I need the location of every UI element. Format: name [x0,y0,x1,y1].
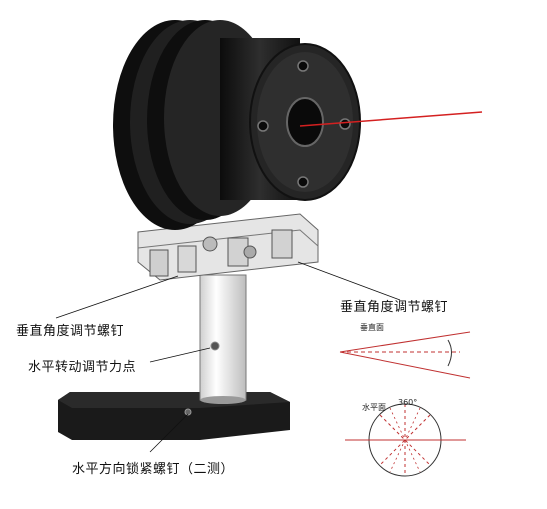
label-vertical-screw-left: 垂直角度调节螺钉 [16,324,125,339]
label-vertical-screw-right: 垂直角度调节螺钉 [340,300,449,315]
vertical-plane-inset [339,331,471,379]
base-lock-screw [184,408,192,416]
label-horizontal-lock-screw: 水平方向锁紧螺钉（二测） [72,462,235,477]
horizontal-plane-inset [345,403,466,477]
adjustment-platform [137,213,319,281]
inset-vertical-title: 垂直面 [360,323,384,332]
label-horizontal-force-point: 水平转动调节力点 [28,360,137,375]
leader-lines [55,261,401,453]
horizontal-force-point-hole [210,341,220,351]
inset-horizontal-angle: 360° [398,398,418,407]
base-plate [58,392,290,440]
inset-horizontal-title: 水平面 [362,403,386,412]
laser-beam [299,111,483,127]
laser-housing [113,20,361,230]
laser-aperture [286,97,324,147]
mount-post [199,274,247,404]
